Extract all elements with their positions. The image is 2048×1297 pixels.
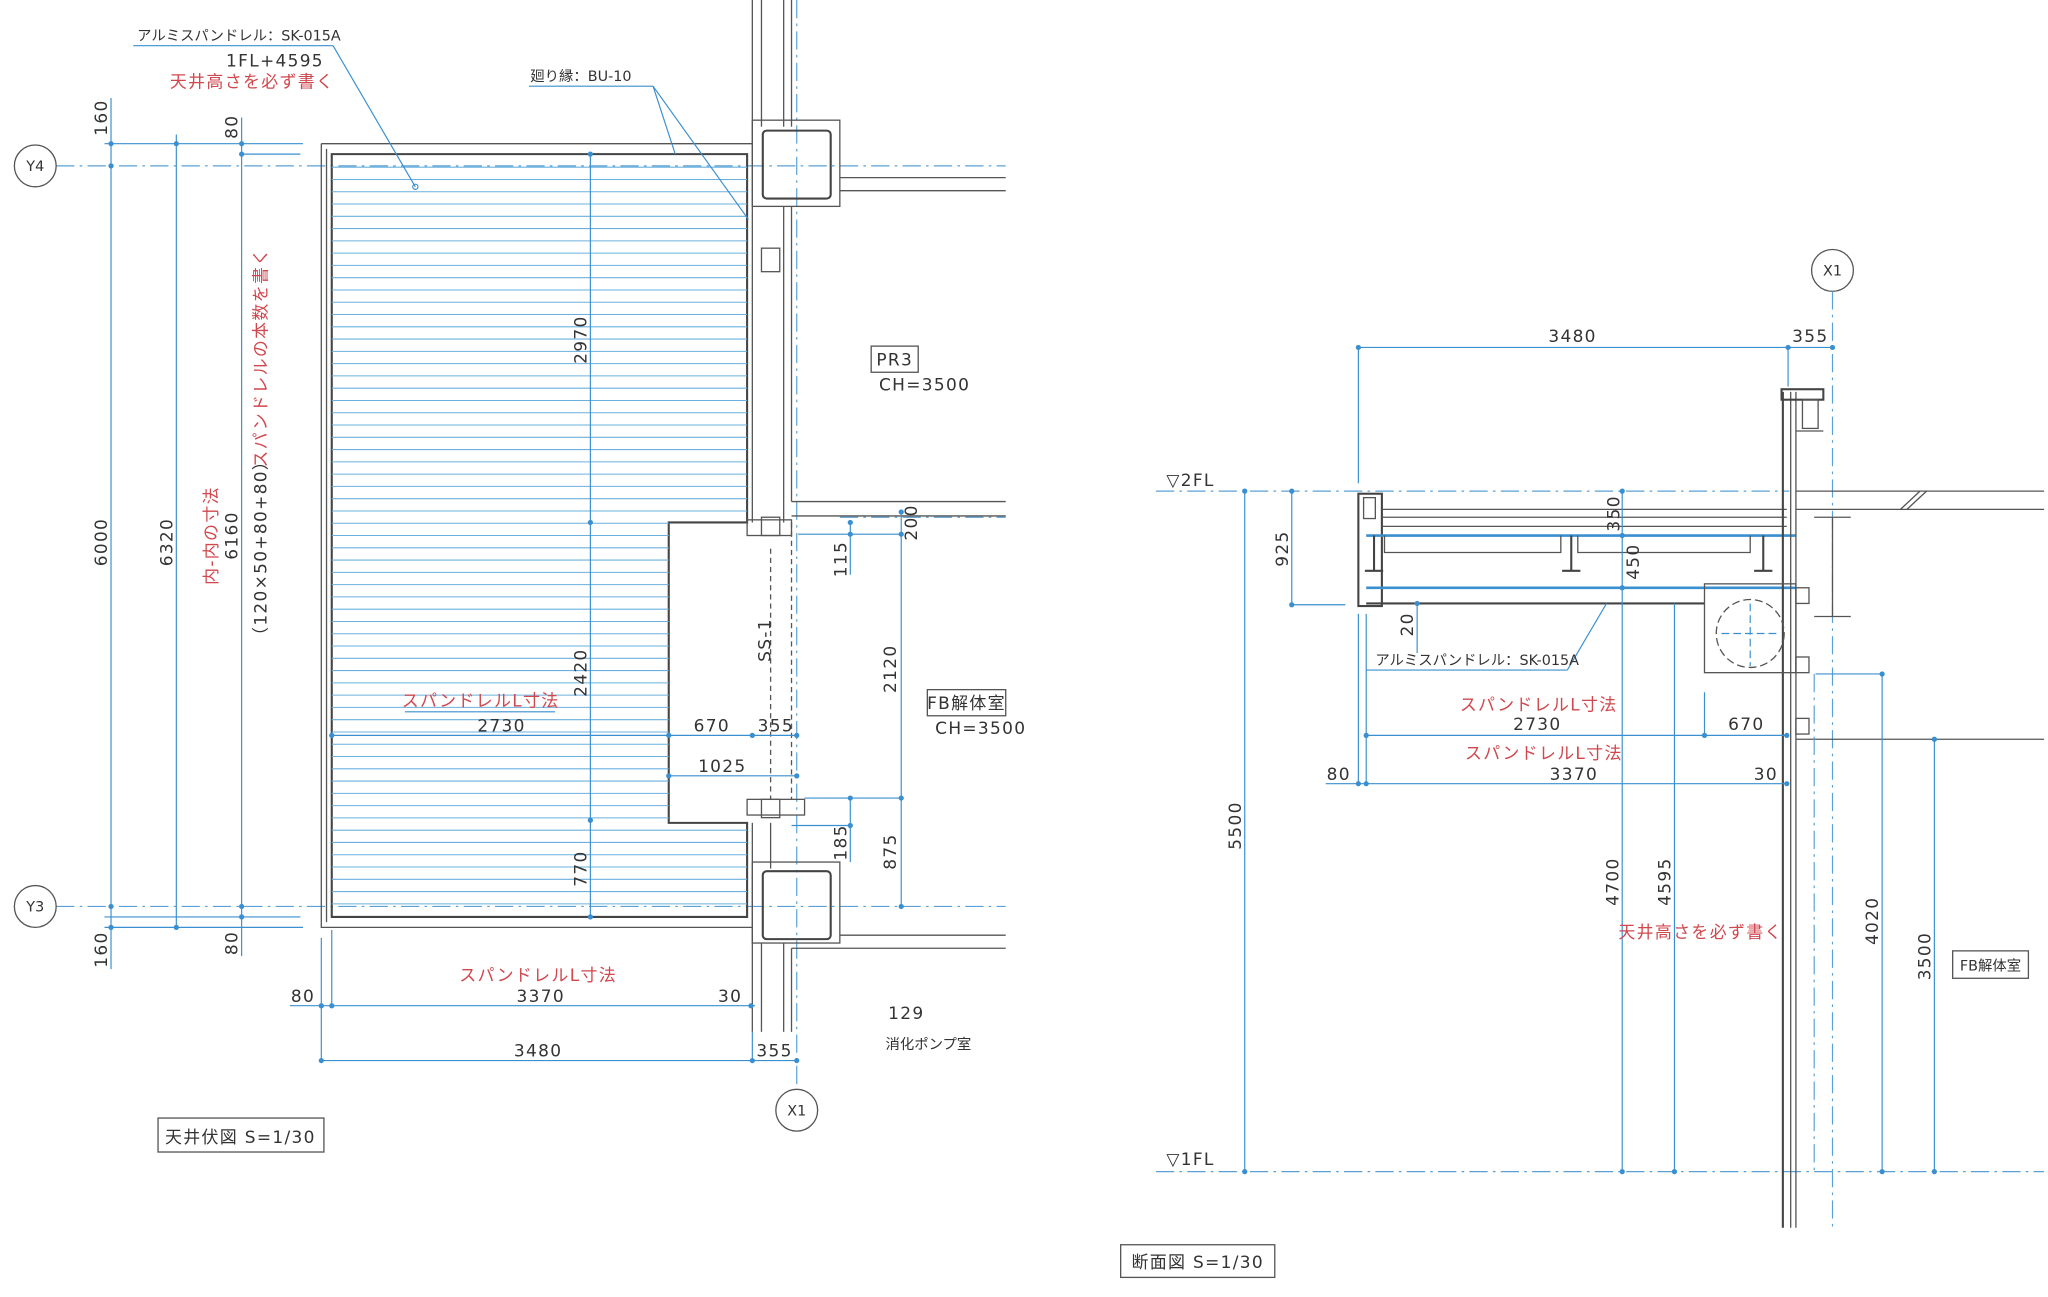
spandrel-material-label: アルミスパンドレル：SK-015A: [1375, 652, 1579, 669]
grid-bubble-x1-section: X1: [1810, 248, 1855, 292]
spandrel-lines: [331, 166, 748, 905]
ceiling-height-note: 天井高さを必ず書く: [170, 73, 334, 93]
dimension-label: 2730: [477, 716, 525, 736]
column-bottom: [751, 861, 841, 944]
dimension-label: 80: [223, 931, 243, 955]
dimension-label: 3480: [514, 1042, 562, 1062]
plan-title: 天井伏図 S=1/30: [165, 1128, 316, 1148]
spandrel-count-note: スパンドレルの本数を書く: [251, 247, 271, 467]
grid-label: X1: [1823, 264, 1842, 280]
dimension-label: 30: [1754, 765, 1778, 785]
dimension-label: 355: [758, 716, 794, 736]
section-title: 断面図 S=1/30: [1131, 1253, 1263, 1273]
spandrel-length-note: スパンドレルL寸法: [1465, 744, 1623, 764]
dimension-lines-right: [791, 509, 904, 910]
mullion-top: [746, 516, 793, 537]
spandrel-length-note: スパンドレルL寸法: [459, 966, 617, 986]
ceiling-outline: [320, 143, 753, 929]
ceiling-plan: Y4 Y3 X1: [13, 0, 1026, 1153]
inner-dimension-note: 内-内の寸法: [202, 486, 222, 585]
exterior-wall: [1780, 388, 1927, 1228]
ceiling-structure: [1357, 492, 1796, 608]
dimension-label: 670: [694, 716, 730, 736]
grid-bubble-x1: X1: [775, 1088, 819, 1132]
dimension-label: 160: [92, 99, 112, 135]
room-name: FB解体室: [927, 694, 1006, 714]
dimension-label: 3500: [1915, 932, 1935, 980]
dimension-label: 6000: [92, 518, 112, 566]
dimension-label: 875: [881, 833, 901, 869]
grid-lines: [56, 0, 1006, 1090]
dimension-label: 350: [1605, 495, 1625, 531]
grid-bubble-y4: Y4: [13, 144, 57, 188]
edge-trim-label: 廻り縁：BU-10: [530, 68, 631, 85]
column-top: [751, 119, 841, 208]
dimension-label: 2120: [881, 645, 901, 693]
dimension-lines-mid: [329, 711, 800, 779]
plan-title-box: 天井伏図 S=1/30: [157, 1117, 325, 1153]
dimension-label: 4020: [1863, 897, 1883, 945]
section-dimension-lines: [1242, 344, 1937, 1175]
room-tag-fb: FB解体室 CH=3500: [926, 688, 1026, 739]
dimension-label: 1025: [698, 757, 746, 777]
spandrel-material-label: アルミスパンドレル：SK-015A: [137, 28, 341, 45]
room-name: 消化ポンプ室: [886, 1036, 972, 1053]
grid-label: Y4: [25, 159, 44, 175]
dimension-label: 925: [1273, 530, 1293, 566]
grid-bubble-y3: Y3: [13, 884, 57, 929]
dimension-label: 200: [902, 504, 922, 540]
dimension-label: 2420: [571, 648, 591, 696]
dimension-label: 3480: [1548, 327, 1596, 347]
spandrel-count-formula: （120×50+80+80）: [251, 452, 271, 644]
dimension-label: 6160: [223, 511, 243, 559]
dimension-label: 4700: [1603, 857, 1623, 905]
dimension-label: 185: [831, 824, 851, 860]
dimension-label: 2730: [1513, 715, 1561, 735]
dimension-label: 115: [831, 541, 851, 577]
dimension-label: 160: [92, 931, 112, 967]
dimension-label: 3370: [517, 987, 565, 1007]
dimension-label: 770: [571, 850, 591, 886]
sash-label: SS-1: [756, 618, 776, 662]
dimension-label: 80: [1327, 765, 1351, 785]
section-view: X1 ▽2FL ▽1FL: [1119, 248, 2045, 1279]
ceiling-height-label: 1FL+4595: [226, 52, 324, 72]
spandrel-length-note: スパンドレルL寸法: [402, 692, 560, 712]
room-ceiling-height: CH=3500: [935, 719, 1026, 739]
room-ceiling-height: CH=3500: [879, 376, 970, 396]
dimension-label: 3370: [1550, 765, 1598, 785]
grid-label: X1: [787, 1103, 806, 1119]
room-name: PR3: [876, 351, 913, 371]
level-1fl-label: ▽1FL: [1166, 1150, 1214, 1170]
dimension-label: 20: [1398, 612, 1418, 636]
dimension-lines-bottom: [289, 929, 800, 1064]
dimension-label: 450: [1624, 543, 1644, 579]
dimension-label: 2970: [571, 315, 591, 363]
ceiling-height-note: 天井高さを必ず書く: [1618, 923, 1782, 943]
dimension-label: 4595: [1656, 857, 1676, 905]
dimension-label: 670: [1728, 715, 1764, 735]
room-number: 129: [888, 1004, 924, 1024]
dimension-lines-left: [104, 97, 304, 970]
room-tag-fb-section: FB解体室: [1951, 950, 2030, 979]
room-name: FB解体室: [1960, 957, 2021, 974]
mullion-bottom: [746, 798, 806, 819]
dimension-label: 80: [223, 115, 243, 139]
dimension-lines-inner: [587, 151, 593, 920]
section-title-box: 断面図 S=1/30: [1119, 1244, 1276, 1279]
walls: [751, 0, 1006, 1032]
spandrel-length-note: スパンドレルL寸法: [1460, 696, 1618, 716]
dimension-label: 355: [756, 1042, 792, 1062]
grid-label: Y3: [25, 900, 44, 916]
dimension-label: 80: [291, 987, 315, 1007]
dimension-label: 355: [1792, 327, 1828, 347]
dimension-label: 6320: [157, 518, 177, 566]
dimension-label: 30: [718, 987, 742, 1007]
dimension-label: 5500: [1226, 801, 1246, 849]
leader-lines: [133, 45, 749, 220]
duct-box: [1703, 583, 1797, 674]
room-tag-pr3: PR3 CH=3500: [870, 345, 970, 396]
level-2fl-label: ▽2FL: [1166, 471, 1214, 491]
